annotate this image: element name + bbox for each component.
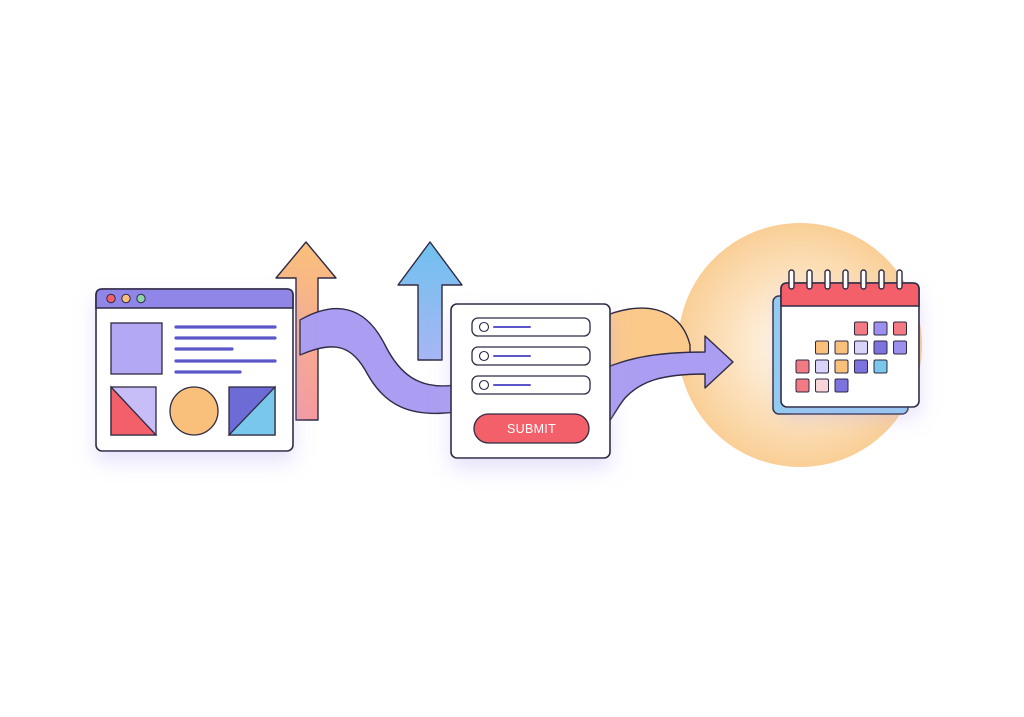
window-title-bar [95,288,294,309]
submit-button[interactable]: SUBMIT [473,413,590,444]
calendar-cell [893,321,907,336]
calendar-cell [873,321,888,336]
calendar-rings [788,269,903,290]
close-dot-icon [106,293,116,304]
diagonal-shape-icon [227,385,276,436]
calendar-cell [854,321,868,336]
form-field-1[interactable] [471,317,591,337]
calendar-cell [834,359,849,374]
calendar-cell [815,340,829,355]
triangle-shape-icon [110,385,158,436]
calendar-cell [873,359,888,374]
calendar-cell [795,359,810,374]
calendar-grid [795,321,907,393]
calendar-cell [873,340,888,355]
calendar-icon [772,269,920,415]
calendar-cell [815,378,829,393]
calendar-cell [834,340,849,355]
form-field-3[interactable] [471,375,591,395]
image-placeholder-icon [110,322,163,375]
form-card-content: SUBMIT [471,317,591,444]
browser-window-content [95,288,294,436]
submit-button-label: SUBMIT [507,422,556,436]
calendar-cell [854,359,868,374]
purple-right-arrow [599,335,734,431]
calendar-cell [815,359,829,374]
calendar-header [780,282,920,307]
calendar-cell [834,378,849,393]
text-lines [174,325,277,374]
blue-up-arrow [397,241,463,361]
form-field-2[interactable] [471,346,591,366]
calendar-cell [854,340,868,355]
circle-shape-icon [169,386,219,436]
maximize-dot-icon [136,293,146,304]
calendar-cell [795,378,810,393]
minimize-dot-icon [121,293,131,304]
calendar-cell [893,340,907,355]
